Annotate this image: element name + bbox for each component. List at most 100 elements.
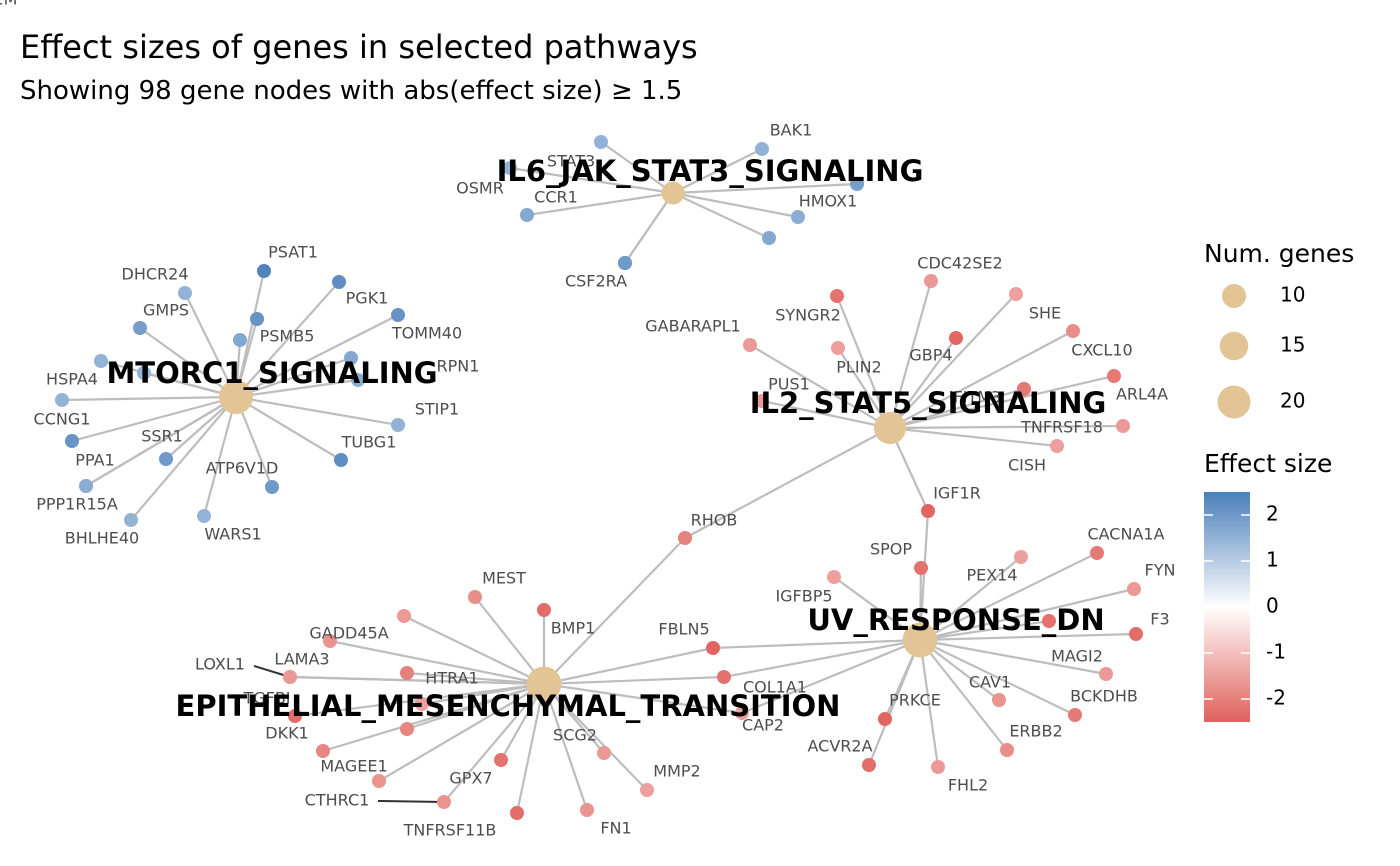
edge-acvr2a-uv [867, 639, 922, 766]
edge-magi2-uv [919, 638, 1107, 676]
edge-mest-emt [474, 596, 545, 685]
color-legend-label-4: -2 [1266, 686, 1286, 710]
gene-labels-layer: BAK1STAT3OSMRCCR1HMOX1CSF2RAA2MPSAT1DHCR… [0, 0, 1175, 840]
edge-gene-58-uv [919, 619, 1050, 642]
edge-dhcr24-mtorc1 [184, 292, 237, 398]
gene-label-loxl1: LOXL1 [195, 655, 245, 674]
gene-label-gabarapl1: GABARAPL1 [645, 317, 740, 336]
gene-label-fn1: FN1 [600, 819, 631, 838]
edge-pgk1-mtorc1 [235, 281, 340, 398]
gene-label-wars1: WARS1 [204, 525, 261, 544]
gene-node-cxcl10 [1066, 324, 1080, 338]
gene-label-pex14: PEX14 [966, 566, 1017, 585]
gene-label-gpx7: GPX7 [449, 769, 492, 788]
gene-label-cthrc1: CTHRC1 [305, 791, 370, 810]
edge-gene-27-mtorc1 [235, 378, 359, 399]
gene-label-lama3: LAMA3 [274, 650, 329, 669]
edge-pus1-il2 [761, 399, 891, 430]
gene-node-cdc42se2 [924, 274, 938, 288]
edge-gene-8-il6 [624, 192, 674, 264]
gene-node-unlabeled-42 [1017, 382, 1031, 396]
gene-label-cav1: CAV1 [969, 673, 1011, 692]
edge-hmox1-il6 [672, 191, 799, 219]
gene-node-tnfrsf18 [1116, 419, 1130, 433]
pathway-label-il2-stat5-signaling: IL2_STAT5_SIGNALING [750, 386, 1107, 420]
gene-node-unlabeled-58 [1042, 614, 1056, 628]
gene-node-fbln5 [706, 641, 720, 655]
gene-node-stat3 [594, 135, 608, 149]
edge-gene-79-emt [421, 682, 545, 706]
gene-label-osmr: OSMR [456, 179, 504, 198]
gene-node-bhlhe40 [124, 513, 138, 527]
edge-gene-42-il2 [889, 387, 1025, 430]
gene-node-arl4a [1107, 369, 1121, 383]
gene-label-cacna1a: CACNA1A [1087, 525, 1164, 544]
edge-f3-uv [919, 632, 1137, 642]
edge-gene-28-mtorc1 [61, 395, 237, 402]
gene-label-erbb2: ERBB2 [1009, 722, 1062, 741]
edge-cacna1a-uv [919, 552, 1098, 641]
color-legend-label-0: 2 [1266, 502, 1279, 526]
gene-label-fhl2: FHL2 [948, 776, 988, 795]
edge-gadd45a-emt [329, 639, 545, 686]
edge-bckdhb-uv [919, 639, 1076, 716]
edge-gene-7-il6 [672, 192, 770, 239]
gene-label-hspa4: HSPA4 [46, 370, 98, 389]
gene-node-unlabeled-78 [400, 722, 414, 736]
gene-label-bhlhe40: BHLHE40 [65, 529, 139, 548]
edge-fyn-uv [919, 587, 1135, 642]
gene-label-rpn1: RPN1 [437, 357, 480, 376]
edge-erbb2-uv [919, 639, 1008, 751]
gene-label-dhcr24: DHCR24 [122, 265, 189, 284]
pathway-label-uv-response-dn: UV_RESPONSE_DN [807, 603, 1104, 637]
gene-node-tomm40 [391, 308, 405, 322]
gene-label-ssr1: SSR1 [141, 427, 183, 446]
gene-label-scg2: SCG2 [553, 726, 597, 745]
gene-label-tgfbi: TGFBI [242, 689, 290, 708]
edge-stip1-mtorc1 [235, 395, 399, 427]
gene-label-gbp4: GBP4 [909, 346, 952, 365]
gene-label-plin2: PLIN2 [836, 358, 881, 377]
gene-label-dkk1: DKK1 [265, 724, 308, 743]
color-legend-label-3: -1 [1266, 640, 1286, 664]
gene-node-gbp4 [949, 331, 963, 345]
gene-label-tnfrsf18: TNFRSF18 [1020, 418, 1103, 437]
gene-node-f3 [1129, 627, 1143, 641]
gene-label-bmp1: BMP1 [551, 619, 596, 638]
gene-node-ppp1r15a [79, 479, 93, 493]
color-legend-title: Effect size [1204, 449, 1332, 478]
edge-ccr1-il6 [526, 191, 674, 217]
edge-she-il2 [889, 293, 1017, 429]
size-legend-key-15 [1219, 331, 1249, 361]
gene-node-magi2 [1099, 667, 1113, 681]
edge-col1a1-emt [543, 675, 725, 686]
gene-node-mmp2 [640, 783, 654, 797]
gene-node-dkk1 [316, 744, 330, 758]
edge-gmps-mtorc1 [139, 327, 237, 398]
edge-tubg1-mtorc1 [235, 396, 342, 461]
edge-gene-78-emt [406, 682, 545, 731]
gene-node-rpn1 [344, 351, 358, 365]
gene-node-gpx7 [494, 753, 508, 767]
pathway-label-mtorc1-signaling: MTORC1_SIGNALING [106, 356, 437, 390]
gene-label-bak1: BAK1 [770, 121, 813, 140]
gene-label-stat3: STAT3 [547, 152, 595, 171]
gene-label-pus1: PUS1 [768, 375, 810, 394]
label-segment-cthrc1 [377, 800, 445, 803]
edge-cxcl10-il2 [889, 330, 1074, 429]
gene-label-htra1: HTRA1 [425, 669, 478, 688]
gene-node-tubg1 [334, 453, 348, 467]
gene-label-she: SHE [1029, 304, 1061, 323]
gene-node-tnfrsf11b [510, 806, 524, 820]
gene-label-ccr1: CCR1 [534, 188, 578, 207]
gene-label-tomm40: TOMM40 [391, 324, 462, 343]
gene-label-arl4a: ARL4A [1116, 385, 1168, 404]
pathway-node-uv-response-dn [902, 622, 938, 658]
gene-label-gadd45a: GADD45A [309, 624, 388, 643]
gene-node-pex14 [1014, 550, 1028, 564]
edge-loxl1-emt [289, 675, 545, 686]
gene-node-dhcr24 [178, 286, 192, 300]
gene-node-ccng1 [65, 434, 79, 448]
edge-rpn1-mtorc1 [235, 356, 352, 399]
